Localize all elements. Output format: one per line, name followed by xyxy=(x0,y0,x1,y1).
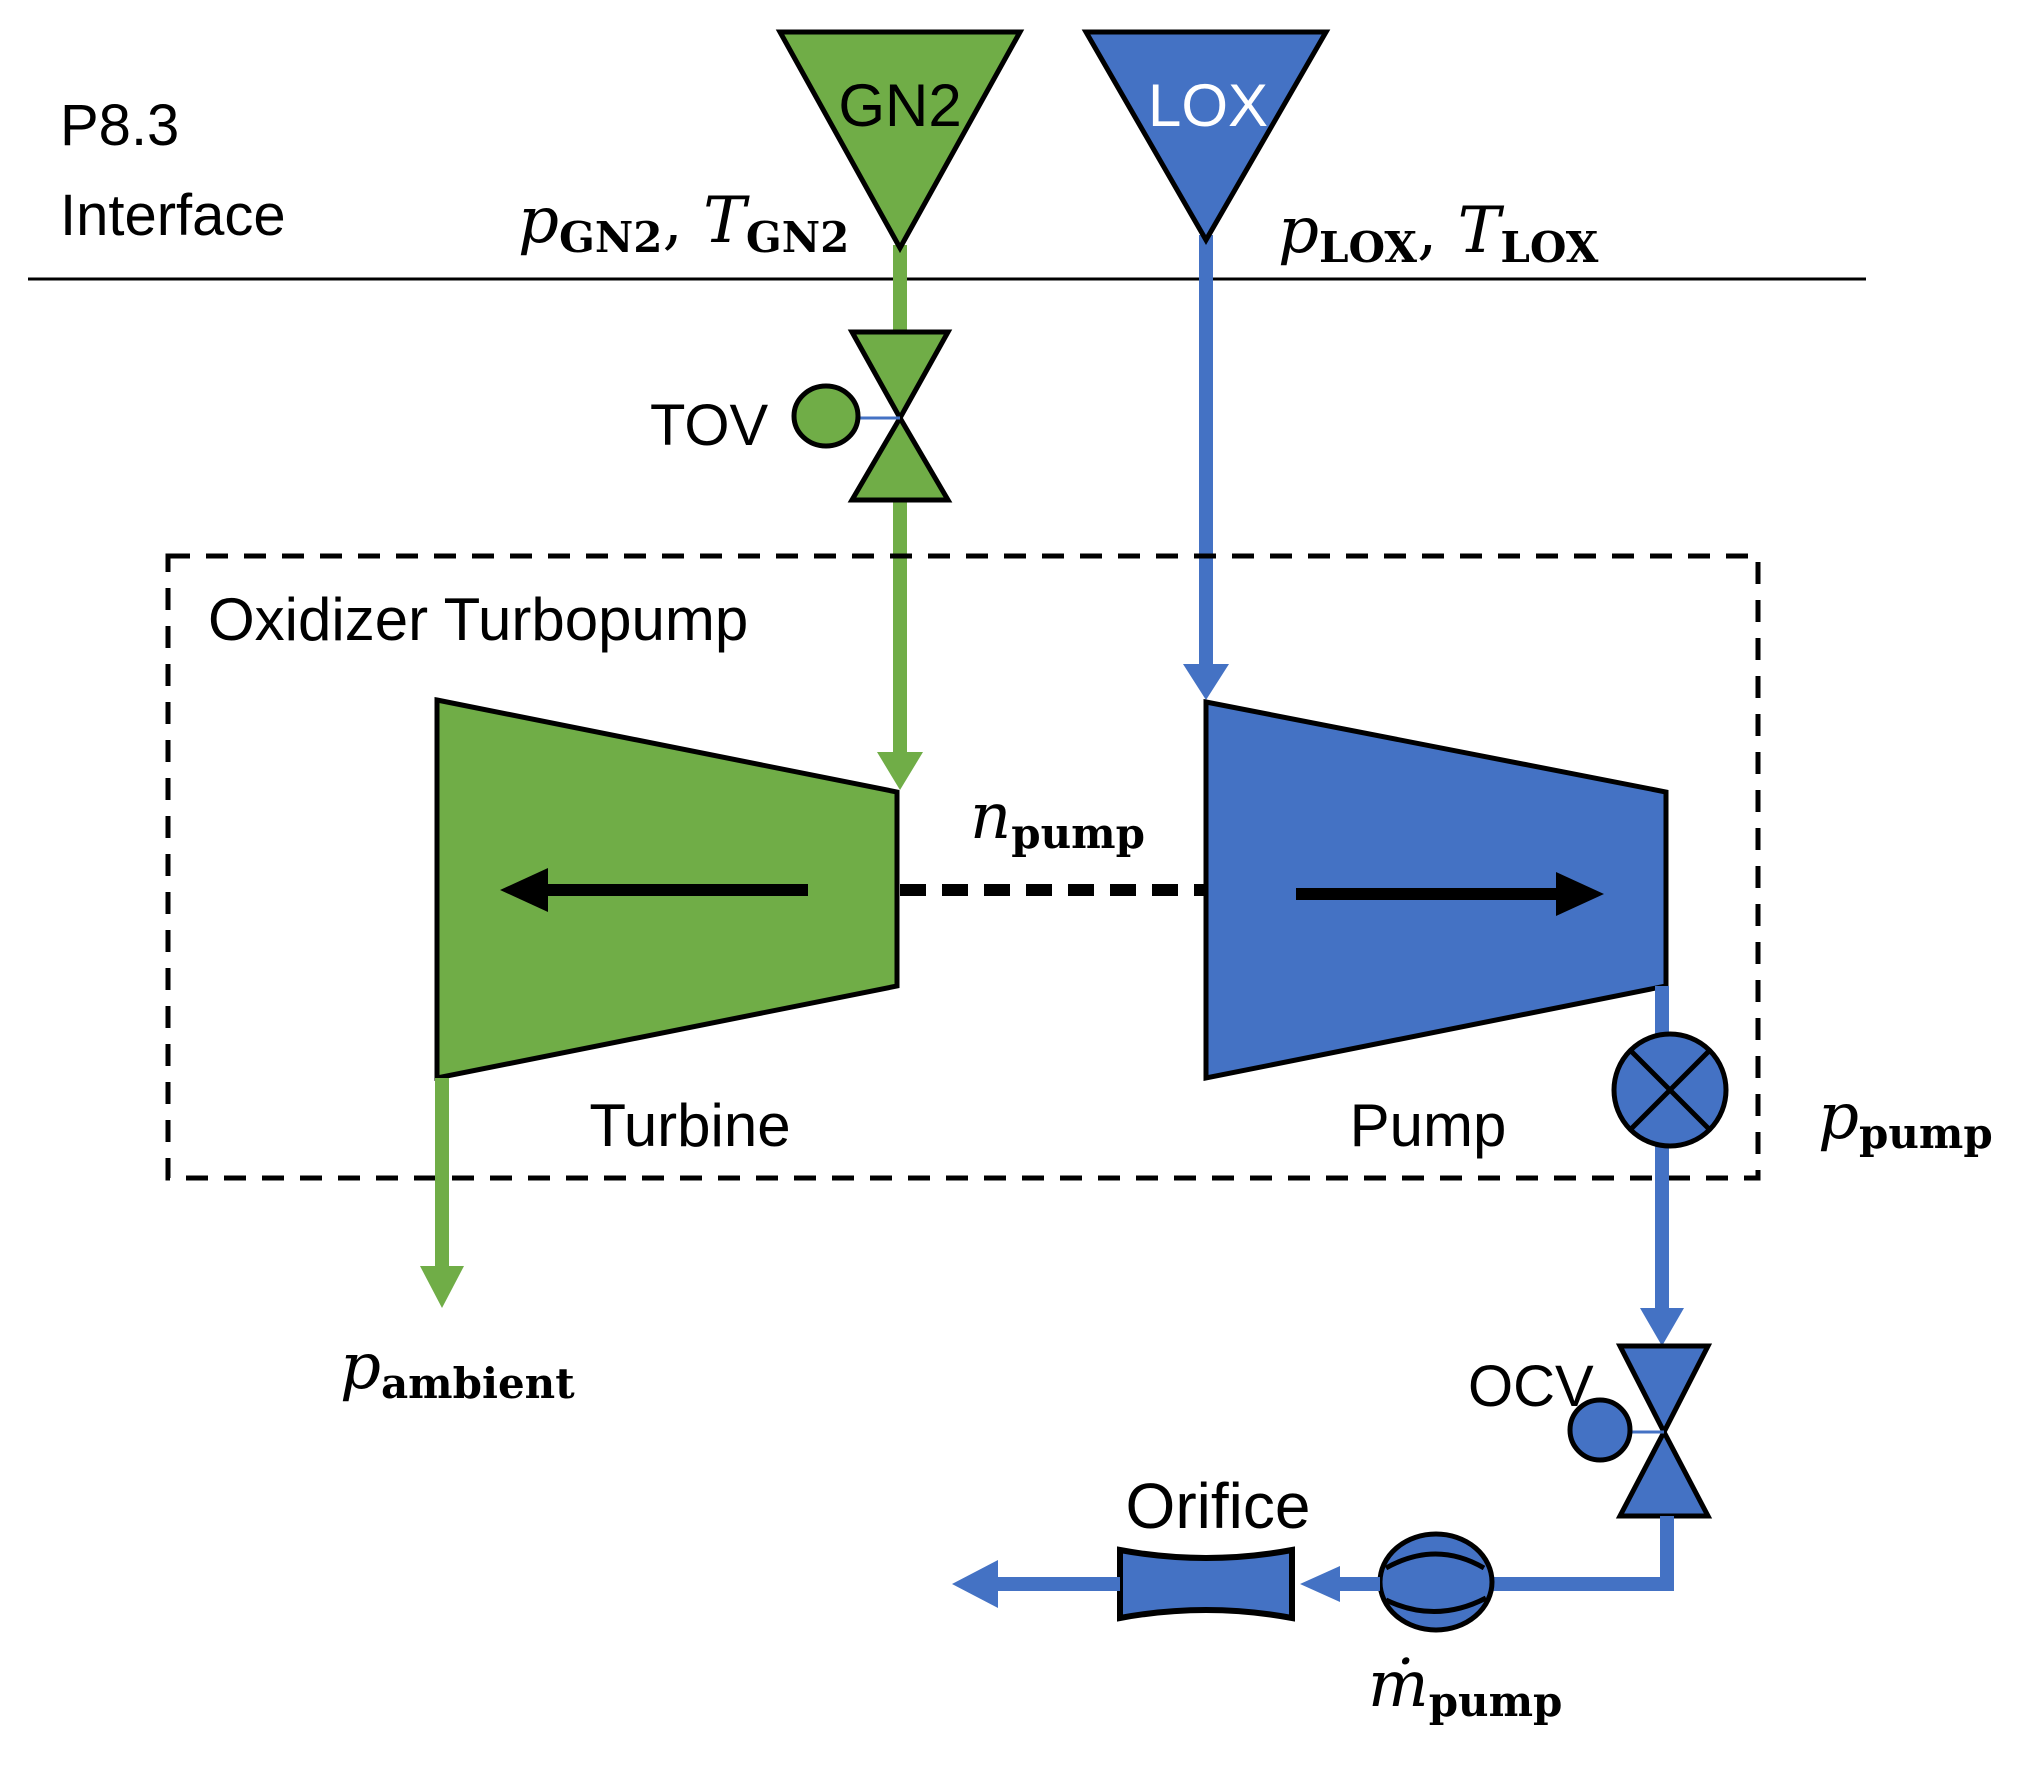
gn2-source-triangle xyxy=(775,29,1025,254)
tov-label: TOV xyxy=(650,393,768,458)
p-gn2-symbol: p xyxy=(518,184,559,258)
t-lox-symbol: T xyxy=(1458,194,1505,268)
orifice-outlet-arrow xyxy=(952,1560,998,1608)
mdot-pump-label: ṁpump xyxy=(1368,1648,1562,1726)
ocv-actuator[interactable] xyxy=(1567,1397,1633,1463)
speed-symbol: n xyxy=(970,780,1011,854)
p-gn2-sub: GN2 xyxy=(559,213,662,262)
ocv-valve-bottom[interactable] xyxy=(1615,1426,1713,1519)
mdot-sub: pump xyxy=(1429,1677,1563,1726)
title-line-1: P8.3 xyxy=(60,93,179,158)
lox-source-triangle xyxy=(1081,29,1331,246)
ocv-valve-top[interactable] xyxy=(1615,1343,1713,1438)
p-lox-symbol: p xyxy=(1278,194,1319,268)
orifice-shape[interactable] xyxy=(1117,1546,1295,1622)
gn2-conditions-label: pGN2, TGN2 xyxy=(518,184,849,262)
speed-label: npump xyxy=(970,780,1145,858)
p-pump-sub: pump xyxy=(1859,1109,1993,1158)
p-ambient-sub: ambient xyxy=(381,1359,575,1408)
orifice-label: Orifice xyxy=(1126,1470,1311,1542)
tov-valve-bottom[interactable] xyxy=(847,413,953,503)
p-ambient-label: pambient xyxy=(340,1330,575,1408)
pump-arrow-head xyxy=(1556,872,1604,916)
t-gn2-sub: GN2 xyxy=(746,213,849,262)
turbine-label: Turbine xyxy=(589,1092,790,1159)
pressure-sensor-cross-2 xyxy=(1628,1048,1712,1132)
p-pump-symbol: p xyxy=(1818,1080,1859,1154)
flow-meter-curve-top xyxy=(1384,1551,1486,1571)
speed-sub: pump xyxy=(1011,809,1145,858)
lox-inlet-arrow xyxy=(1183,664,1229,700)
flow-meter-curve-bottom xyxy=(1384,1595,1488,1614)
p-lox-sub: LOX xyxy=(1319,223,1417,272)
orifice-inlet-arrow xyxy=(1300,1566,1340,1602)
tov-valve-top[interactable] xyxy=(847,329,953,424)
title-line-2: Interface xyxy=(60,183,286,248)
turbine-arrow-head xyxy=(500,868,548,912)
mass-flow-meter[interactable] xyxy=(1377,1531,1495,1633)
pump-label: Pump xyxy=(1350,1092,1507,1159)
turbopump-title: Oxidizer Turbopump xyxy=(208,586,748,653)
mdot-symbol: ṁ xyxy=(1368,1648,1429,1722)
t-lox-sub: LOX xyxy=(1500,223,1598,272)
ocv-outlet-line xyxy=(1492,1516,1674,1591)
gn2-source-label: GN2 xyxy=(838,72,961,139)
pump-discharge-arrow xyxy=(1640,1308,1684,1346)
t-gn2-symbol: T xyxy=(703,184,750,258)
p-pump-label: ppump xyxy=(1818,1080,1993,1158)
p-ambient-symbol: p xyxy=(340,1330,381,1404)
lox-source-label: LOX xyxy=(1148,72,1268,139)
ocv-label: OCV xyxy=(1468,1354,1594,1419)
lox-conditions-label: pLOX, TLOX xyxy=(1278,194,1599,272)
gn2-inlet-arrow xyxy=(877,752,923,790)
tov-actuator[interactable] xyxy=(791,383,861,449)
turbine-exhaust-arrow xyxy=(420,1266,464,1308)
turbopump-boundary xyxy=(165,553,1761,1181)
